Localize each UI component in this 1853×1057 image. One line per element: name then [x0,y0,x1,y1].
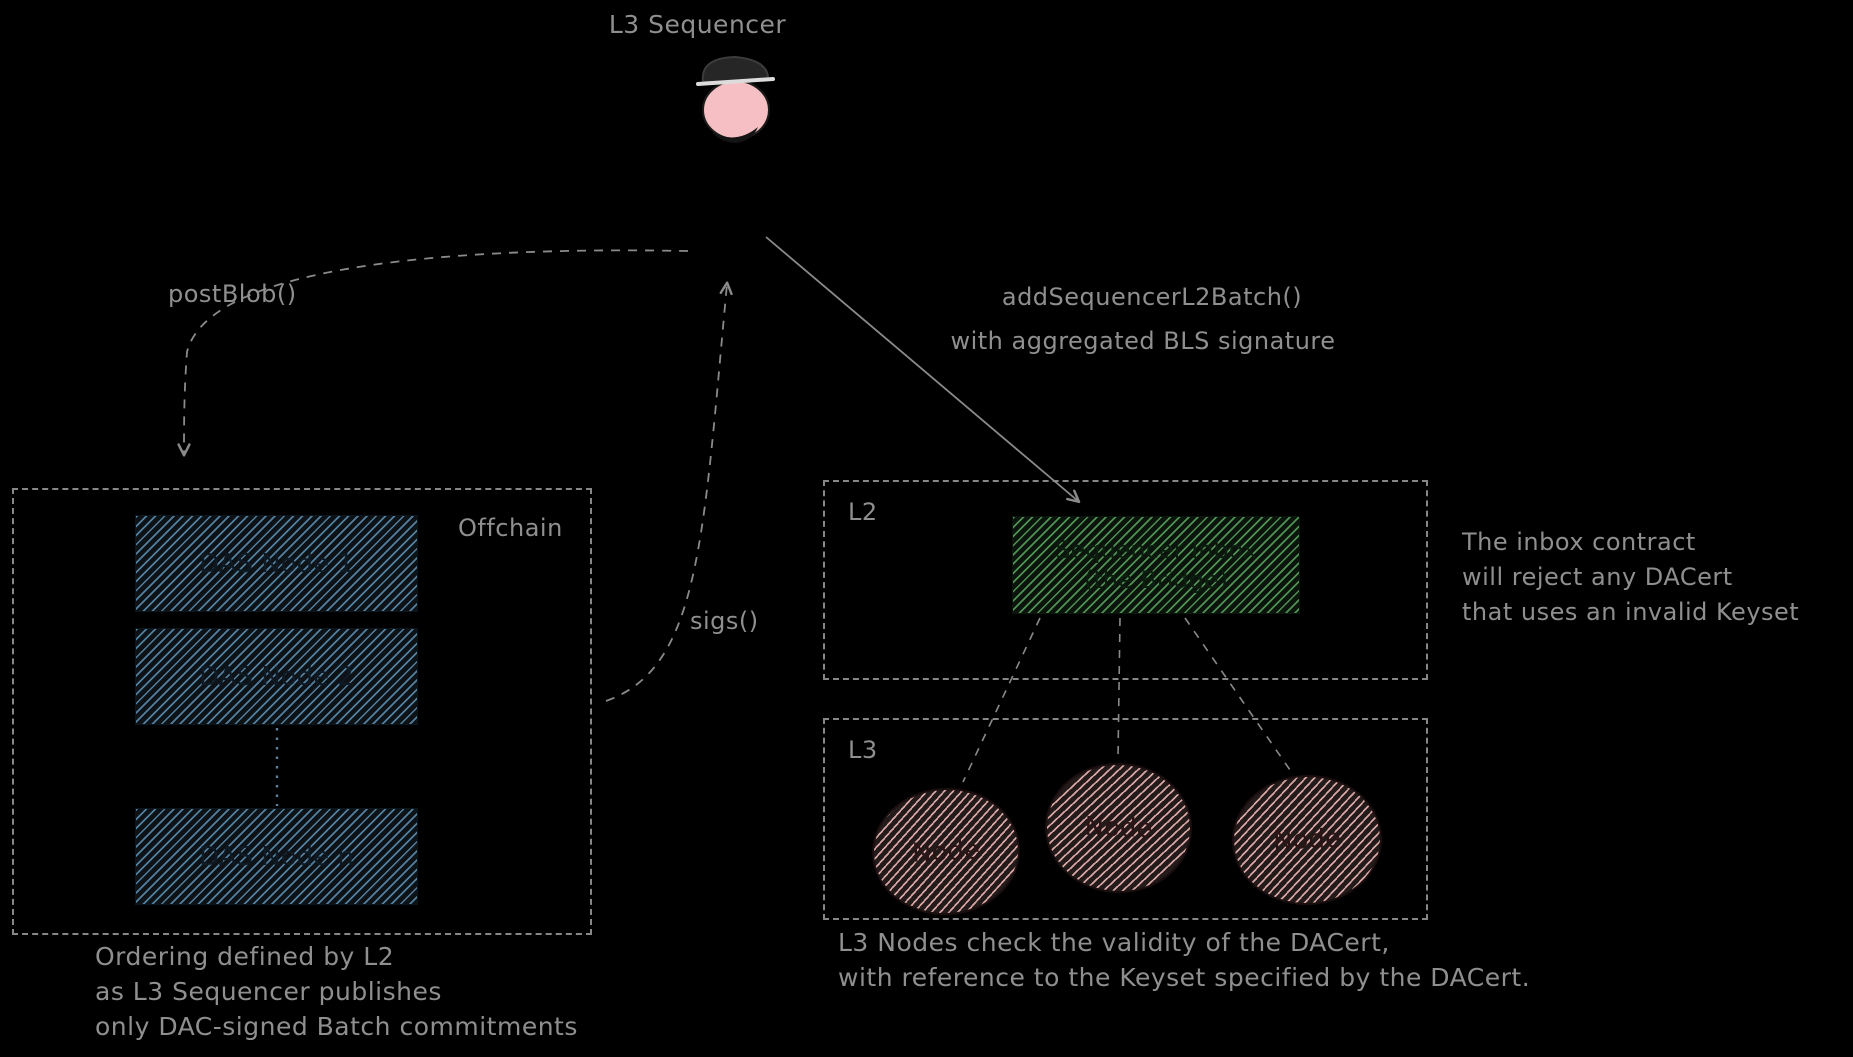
l3-label: L3 [848,736,878,764]
das-node-2-box: DAS Node 2 [135,628,418,725]
ordering-note-line3: only DAC-signed Batch commitments [95,1012,578,1041]
sigs-label: sigs() [690,607,759,635]
sequencer-person-icon [696,55,775,143]
l3-node-1-label: Node [911,834,981,869]
validity-note-line1: L3 Nodes check the validity of the DACer… [838,928,1390,957]
sequencer-label: L3 Sequencer [608,10,787,39]
das-node-n-label: DAS Node n [199,841,354,872]
sigs-arrow [605,281,733,702]
das-node-1-box: DAS Node 1 [135,515,418,612]
l2-group-box [823,480,1428,680]
das-node-n-box: DAS Node n [135,808,418,905]
offchain-label: Offchain [458,514,563,542]
addbatch-sub-label: with aggregated BLS signature [950,327,1336,355]
l2-label: L2 [848,498,878,526]
das-node-2-label: DAS Node 2 [199,661,354,692]
l3-group-box [823,718,1428,920]
person-hat-brim-icon [696,77,775,86]
offchain-group-box [12,488,592,935]
person-chin-shadow-icon [712,127,758,143]
postblob-label: postBlob() [168,280,297,308]
das-node-1-label: DAS Node 1 [199,548,354,579]
sequencer-inbox-label-line2: (the Bridge) [1084,566,1228,594]
ordering-note-line1: Ordering defined by L2 [95,942,395,971]
inbox-note-line1: The inbox contract [1462,528,1696,556]
sequencer-inbox-label-line1: Sequencer Inbox [1055,536,1257,564]
ordering-note-line2: as L3 Sequencer publishes [95,977,442,1006]
inbox-note-line3: that uses an invalid Keyset [1462,598,1800,626]
addbatch-label: addSequencerL2Batch() [1001,283,1303,311]
validity-note-line2: with reference to the Keyset specified b… [838,963,1531,992]
person-head-icon [702,80,770,140]
inbox-note-line2: will reject any DACert [1462,563,1733,591]
sequencer-inbox-box: Sequencer Inbox (the Bridge) [1012,516,1300,614]
addbatch-arrow [765,236,1081,504]
person-hat-icon [701,55,770,84]
l3-node-2-label: Node [1084,811,1153,845]
l3-node-3-label: Node [1272,823,1342,857]
